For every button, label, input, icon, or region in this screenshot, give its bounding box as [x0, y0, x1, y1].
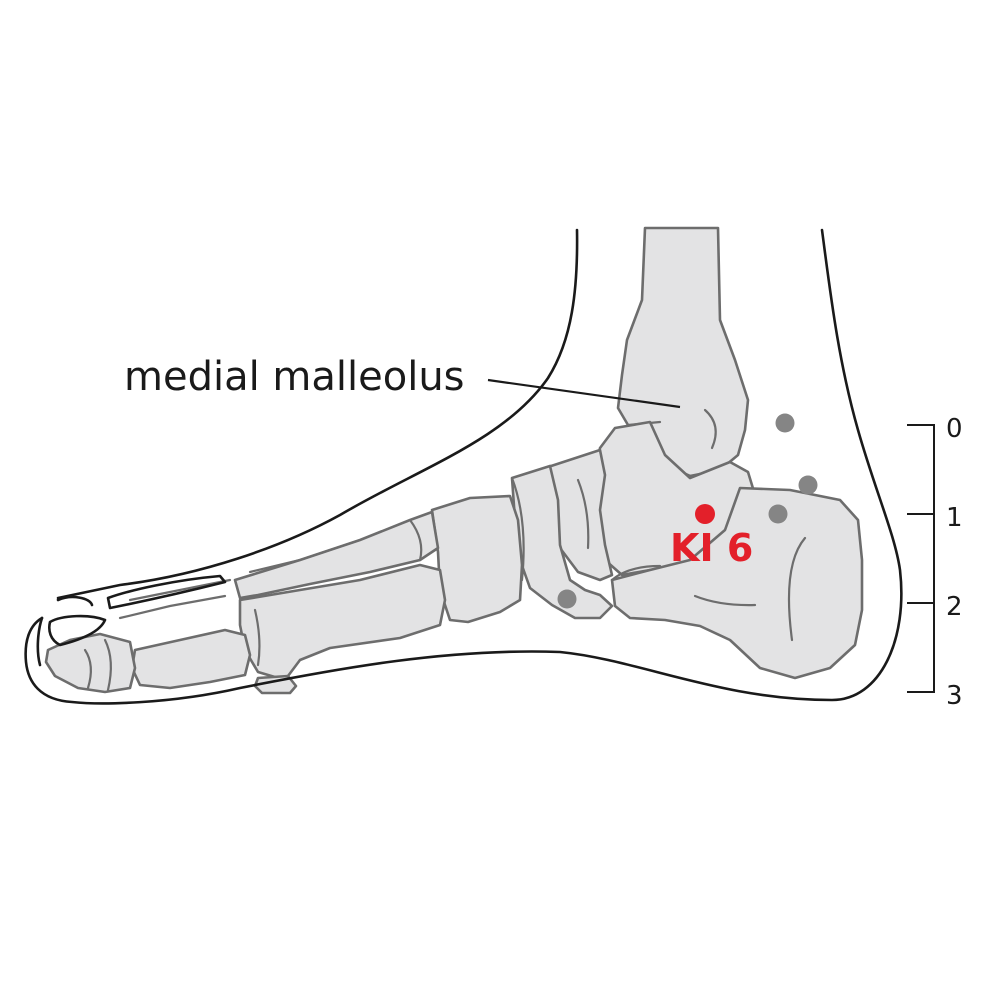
neighbor-points — [557, 413, 818, 609]
neighbor-point — [557, 589, 577, 609]
neighbor-point — [775, 413, 795, 433]
skin-outline — [24, 228, 903, 705]
scale-tick-label: 1 — [946, 503, 963, 533]
foot-skeleton — [44, 226, 864, 695]
scale-tick-label: 0 — [946, 414, 963, 444]
malleolus-leader-line — [487, 378, 681, 409]
ki6-point-marker — [695, 504, 715, 524]
ki6-point-label: KI 6 — [670, 526, 753, 570]
proportion-scale: 0 1 2 3 — [907, 414, 963, 711]
medial-malleolus-label: medial malleolus — [124, 354, 465, 400]
calcaneus — [610, 486, 864, 680]
neighbor-point — [768, 504, 788, 524]
hallux-distal-phalanx — [130, 628, 252, 690]
neighbor-point — [798, 475, 818, 495]
scale-tick-label: 2 — [946, 592, 963, 622]
scale-tick-label: 3 — [946, 681, 963, 711]
